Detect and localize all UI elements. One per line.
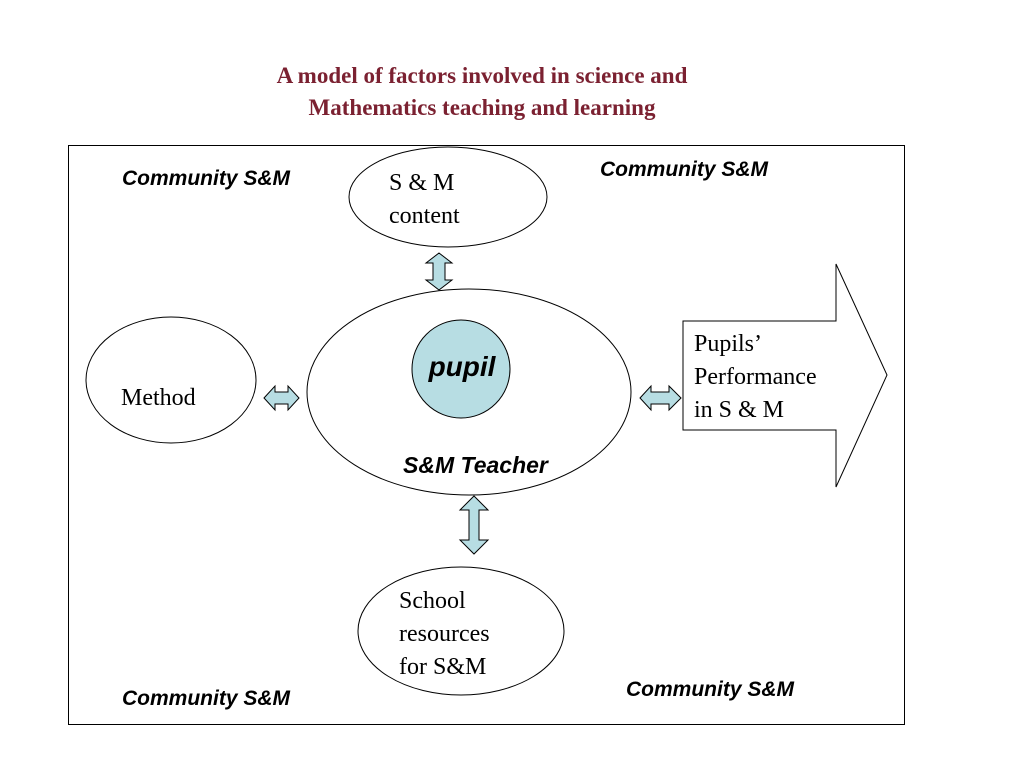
resources-label-line-3: for S&M <box>399 654 487 680</box>
performance-label-line-3: in S & M <box>694 397 785 423</box>
method-label: Method <box>121 382 196 415</box>
content-teacher-arrow <box>424 252 454 291</box>
resources-label-line-2: resources <box>399 621 490 647</box>
pupil-label: pupil <box>428 351 496 382</box>
performance-label-line-1: Pupils’ <box>694 331 763 357</box>
community-label-bottom-right: Community S&M <box>626 678 794 701</box>
teacher-resources-arrow <box>458 495 490 555</box>
content-label: S & M content <box>389 167 460 233</box>
performance-arrow <box>682 263 888 488</box>
performance-label-line-2: Performance <box>694 364 817 390</box>
teacher-label: S&M Teacher <box>403 452 548 478</box>
content-ellipse <box>348 146 548 248</box>
title-line-2: Mathematics teaching and learning <box>308 95 656 120</box>
title-line-1: A model of factors involved in science a… <box>276 63 688 88</box>
community-label-top-right: Community S&M <box>600 158 768 181</box>
content-label-line-2: content <box>389 203 460 229</box>
pupil-circle <box>411 319 511 419</box>
method-ellipse <box>85 316 257 444</box>
method-teacher-arrow <box>263 384 300 412</box>
resources-label: School resources for S&M <box>399 585 490 684</box>
method-label-text: Method <box>121 385 196 411</box>
diagram-title: A model of factors involved in science a… <box>0 60 964 124</box>
content-label-line-1: S & M <box>389 170 455 196</box>
community-label-top-left: Community S&M <box>122 167 290 190</box>
performance-label: Pupils’ Performance in S & M <box>694 328 817 427</box>
teacher-performance-arrow <box>639 384 682 412</box>
community-label-bottom-left: Community S&M <box>122 687 290 710</box>
resources-label-line-1: School <box>399 588 466 614</box>
resources-ellipse <box>357 566 565 696</box>
